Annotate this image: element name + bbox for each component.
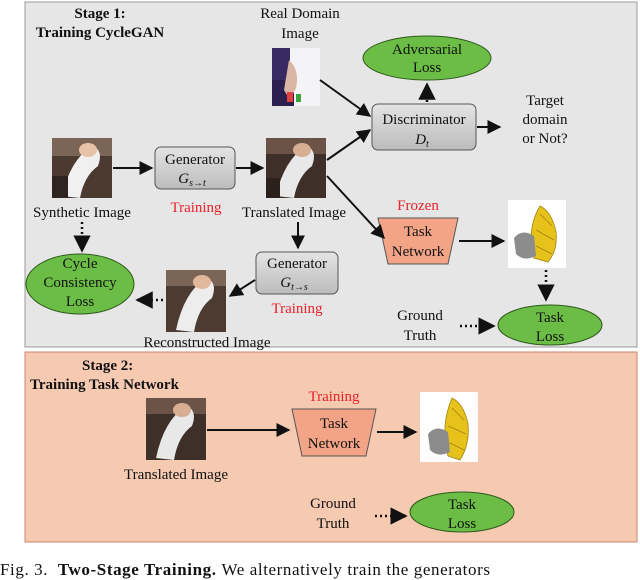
task-loss-stage2: Task Loss bbox=[409, 491, 515, 533]
stage1-title: Stage 1: bbox=[74, 6, 125, 22]
task-loss-stage1: Task Loss bbox=[497, 304, 603, 346]
task-network-stage1: Task Network bbox=[377, 217, 459, 265]
generator-s-to-t-status: Training bbox=[170, 200, 222, 216]
svg-text:Discriminator: Discriminator bbox=[382, 112, 465, 128]
generator-t-to-s: Generator Gt→s bbox=[255, 251, 339, 295]
hand-mesh-output-stage1 bbox=[508, 200, 566, 268]
stage1-subtitle: Training CycleGAN bbox=[36, 25, 165, 41]
stage2-subtitle: Training Task Network bbox=[30, 377, 180, 393]
discriminator: Discriminator Dt bbox=[371, 103, 477, 151]
caption-text: We alternatively train the generators bbox=[221, 560, 491, 579]
svg-text:Loss: Loss bbox=[448, 516, 477, 532]
target-domain-text: Target bbox=[526, 93, 565, 109]
svg-text:Task: Task bbox=[448, 497, 477, 513]
target-domain-text-line3: or Not? bbox=[522, 131, 568, 147]
synthetic-image-label: Synthetic Image bbox=[33, 205, 131, 221]
svg-text:Consistency: Consistency bbox=[43, 275, 117, 291]
svg-text:Task: Task bbox=[404, 224, 433, 240]
svg-text:Network: Network bbox=[308, 436, 361, 452]
loss-dotted-arrows bbox=[73, 82, 555, 525]
svg-text:Loss: Loss bbox=[413, 60, 442, 76]
flow-arrows bbox=[113, 79, 506, 439]
two-stage-training-diagram: Stage 1: Training CycleGAN Stage 2: Trai… bbox=[24, 1, 638, 543]
ground-truth-stage2-line2: Truth bbox=[317, 516, 350, 532]
svg-text:Task: Task bbox=[320, 416, 349, 432]
translated-image bbox=[266, 138, 326, 198]
stage2-translated-image bbox=[146, 398, 206, 460]
svg-text:Task: Task bbox=[536, 310, 565, 326]
svg-text:Generator: Generator bbox=[267, 256, 327, 272]
reconstructed-image bbox=[166, 270, 226, 332]
generator-s-to-t: Generator Gs→t bbox=[154, 146, 236, 190]
real-domain-image bbox=[272, 48, 320, 106]
ground-truth-stage1-line2: Truth bbox=[404, 328, 437, 344]
synthetic-image bbox=[52, 138, 112, 198]
svg-text:Network: Network bbox=[392, 244, 445, 260]
svg-text:Loss: Loss bbox=[536, 329, 565, 345]
stage2-title: Stage 2: bbox=[82, 358, 133, 374]
svg-text:Generator: Generator bbox=[165, 152, 225, 168]
svg-text:Cycle: Cycle bbox=[63, 256, 98, 272]
task-network-stage1-status: Frozen bbox=[397, 198, 439, 214]
figure-caption: Fig. 3. Two-Stage Training. We alternati… bbox=[0, 560, 640, 580]
adversarial-loss: Adversarial Loss bbox=[362, 35, 492, 81]
task-network-stage2: Task Network bbox=[291, 408, 377, 457]
hand-mesh-output-stage2 bbox=[420, 392, 478, 462]
translated-image-label: Translated Image bbox=[242, 205, 346, 221]
reconstructed-image-label: Reconstructed Image bbox=[143, 335, 270, 351]
svg-text:Gt→s: Gt→s bbox=[280, 275, 308, 293]
target-domain-text-line2: domain bbox=[523, 112, 568, 128]
real-domain-label: Real Domain bbox=[260, 6, 340, 22]
ground-truth-stage2: Ground bbox=[310, 496, 356, 512]
cycle-consistency-loss: Cycle Consistency Loss bbox=[25, 253, 135, 315]
svg-text:Gs→t: Gs→t bbox=[178, 171, 206, 189]
svg-text:Adversarial: Adversarial bbox=[392, 42, 462, 58]
real-domain-label-line2: Image bbox=[281, 26, 319, 42]
caption-prefix: Fig. 3. bbox=[0, 560, 49, 579]
svg-text:Loss: Loss bbox=[66, 294, 95, 310]
generator-t-to-s-status: Training bbox=[271, 301, 323, 317]
svg-text:Dt: Dt bbox=[414, 132, 429, 150]
stage2-translated-image-label: Translated Image bbox=[124, 467, 228, 483]
caption-bold: Two-Stage Training. bbox=[57, 560, 217, 579]
ground-truth-stage1: Ground bbox=[397, 308, 443, 324]
task-network-stage2-status: Training bbox=[308, 389, 360, 405]
